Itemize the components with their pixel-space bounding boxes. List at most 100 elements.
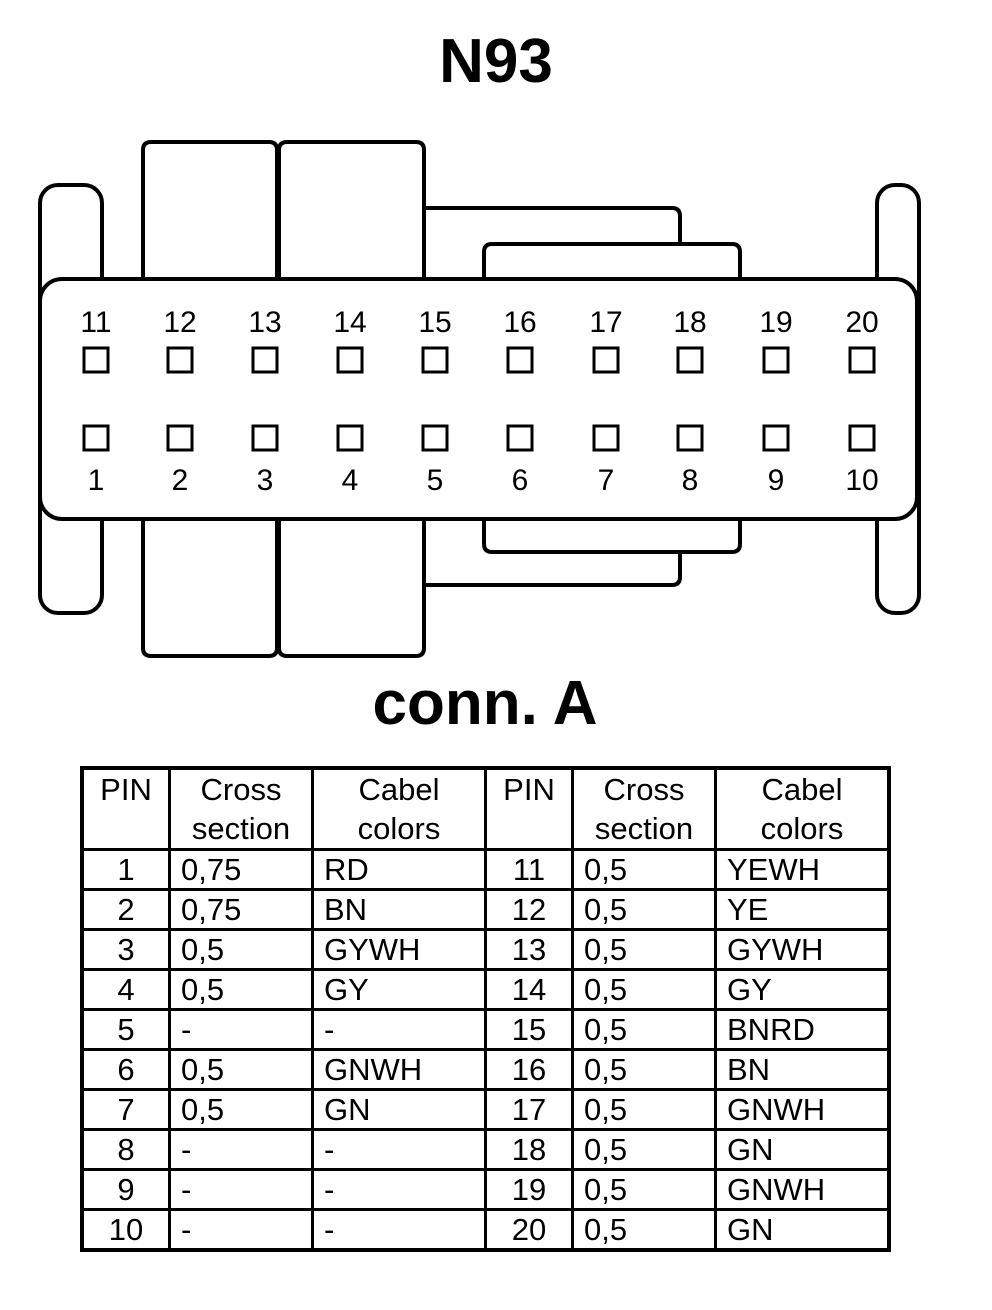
cross-section-cell: 0,75 (168, 888, 314, 931)
pin-number-label: 10 (845, 464, 878, 497)
pin-square (166, 424, 194, 452)
pin-number-label: 4 (342, 464, 359, 497)
cable-color-cell: BN (714, 1048, 891, 1091)
header-pin: PIN (80, 766, 171, 851)
pin-square (336, 424, 364, 452)
cable-color-cell: BN (311, 888, 487, 931)
pin-square (506, 346, 534, 374)
pin-cell: 5 (80, 1008, 171, 1051)
pin-square (251, 346, 279, 374)
pin-number-label: 14 (333, 306, 366, 339)
pin-square (336, 346, 364, 374)
cable-color-cell: GY (714, 968, 891, 1011)
cross-section-cell: 0,5 (571, 888, 717, 931)
cross-section-cell: 0,5 (571, 1208, 717, 1252)
pin-square (82, 346, 110, 374)
top-block-middle (277, 140, 426, 280)
top-block-left (141, 140, 279, 280)
cable-color-cell: GNWH (714, 1088, 891, 1131)
pin-square (421, 346, 449, 374)
cross-section-cell: 0,75 (168, 848, 314, 891)
cross-section-cell: 0,5 (571, 1128, 717, 1171)
bottom-block-middle (277, 518, 426, 658)
pin-square (506, 424, 534, 452)
cable-color-cell: GNWH (311, 1048, 487, 1091)
pin-cell: 8 (80, 1128, 171, 1171)
pin-number-label: 1 (88, 464, 105, 497)
pin-cell: 9 (80, 1168, 171, 1211)
pin-number-label: 8 (682, 464, 699, 497)
pin-number-label: 6 (512, 464, 529, 497)
pin-cell: 11 (484, 848, 574, 891)
connector-label: conn. A (372, 669, 598, 738)
cable-color-cell: GNWH (714, 1168, 891, 1211)
diagram-title: N93 (439, 27, 553, 96)
pin-cell: 16 (484, 1048, 574, 1091)
connector-body (38, 277, 919, 521)
pin-cell: 2 (80, 888, 171, 931)
cable-color-cell: YE (714, 888, 891, 931)
pin-cell: 13 (484, 928, 574, 971)
pin-cell: 17 (484, 1088, 574, 1131)
pin-number-label: 18 (673, 306, 706, 339)
pin-square (762, 424, 790, 452)
cable-color-cell: - (311, 1008, 487, 1051)
pin-square (848, 346, 876, 374)
cable-color-cell: RD (311, 848, 487, 891)
pin-cell: 15 (484, 1008, 574, 1051)
pin-number-label: 20 (845, 306, 878, 339)
pin-square (592, 424, 620, 452)
cable-color-cell: GN (714, 1128, 891, 1171)
cross-section-cell: - (168, 1208, 314, 1252)
pin-square (166, 346, 194, 374)
pin-cell: 12 (484, 888, 574, 931)
cross-section-cell: - (168, 1168, 314, 1211)
pin-cell: 18 (484, 1128, 574, 1171)
cross-section-cell: 0,5 (168, 1048, 314, 1091)
pin-number-label: 16 (503, 306, 536, 339)
cross-section-cell: 0,5 (571, 1168, 717, 1211)
pin-cell: 7 (80, 1088, 171, 1131)
cable-color-cell: GN (714, 1208, 891, 1252)
pin-number-label: 2 (172, 464, 189, 497)
header-pin: PIN (484, 766, 574, 851)
pin-number-label: 9 (768, 464, 785, 497)
pin-square (592, 346, 620, 374)
pin-number-label: 15 (418, 306, 451, 339)
cable-color-cell: GYWH (311, 928, 487, 971)
cable-color-cell: GYWH (714, 928, 891, 971)
pin-number-label: 11 (80, 306, 111, 339)
pin-cell: 19 (484, 1168, 574, 1211)
pin-square (676, 346, 704, 374)
pin-square (82, 424, 110, 452)
pin-square (848, 424, 876, 452)
pin-number-label: 12 (163, 306, 196, 339)
pin-number-label: 7 (598, 464, 615, 497)
cable-color-cell: - (311, 1208, 487, 1252)
cross-section-cell: 0,5 (571, 1048, 717, 1091)
cable-color-cell: - (311, 1128, 487, 1171)
pin-cell: 10 (80, 1208, 171, 1252)
cable-color-cell: GN (311, 1088, 487, 1131)
pin-cell: 4 (80, 968, 171, 1011)
pin-cell: 1 (80, 848, 171, 891)
pin-cell: 20 (484, 1208, 574, 1252)
cross-section-cell: 0,5 (168, 1088, 314, 1131)
pin-number-label: 3 (257, 464, 274, 497)
cross-section-cell: 0,5 (571, 1008, 717, 1051)
pin-square (762, 346, 790, 374)
cross-section-cell: - (168, 1008, 314, 1051)
cross-section-cell: 0,5 (571, 968, 717, 1011)
cross-section-cell: 0,5 (571, 1088, 717, 1131)
pin-number-label: 13 (248, 306, 281, 339)
